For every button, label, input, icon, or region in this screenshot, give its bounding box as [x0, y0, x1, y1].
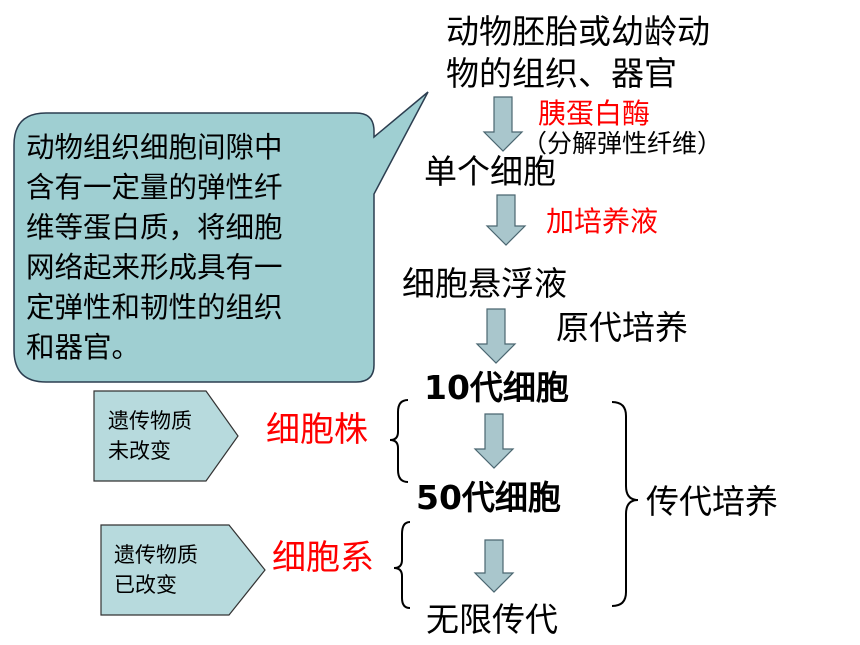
brace-cell-line: [393, 521, 411, 609]
step2-agent-label: 加培养液: [546, 205, 659, 238]
source-node-line2: 物的组织、器官: [446, 54, 677, 93]
flow-arrow-4: [473, 413, 515, 469]
callout-line: 动物组织细胞间隙中: [26, 131, 283, 164]
suspension-node: 细胞悬浮液: [402, 264, 567, 303]
tag-cell-line-line2: 已改变: [114, 573, 177, 597]
callout-line: 和器官。: [26, 331, 141, 364]
brace-passage: [611, 401, 639, 607]
callout-line: 维等蛋白质，将细胞: [26, 211, 283, 244]
cell-strain-label: 细胞株: [266, 410, 368, 450]
cell-line-label: 细胞系: [272, 538, 374, 578]
tag-cell-strain-text: 遗传物质 未改变: [108, 406, 192, 466]
gen10-node: 10代细胞: [424, 368, 569, 407]
step1-note: （分解弹性纤维）: [522, 129, 723, 158]
callout-text: 动物组织细胞间隙中 含有一定量的弹性纤 维等蛋白质，将细胞 网络起来形成具有一 …: [26, 128, 356, 368]
brace-cell-strain: [389, 399, 409, 483]
callout-line: 网络起来形成具有一: [26, 251, 283, 284]
single-cell-node: 单个细胞: [424, 152, 556, 191]
flow-arrow-1: [482, 96, 524, 152]
callout-line: 含有一定量的弹性纤: [26, 171, 283, 204]
callout-line: 定弹性和韧性的组织: [26, 291, 283, 324]
callout-bubble: [13, 91, 429, 383]
passage-label: 传代培养: [646, 482, 778, 521]
step3-label: 原代培养: [556, 308, 688, 347]
tag-cell-line-shape: [100, 524, 266, 616]
tag-cell-strain-shape: [93, 390, 239, 482]
step1-agent-label: 胰蛋白酶: [538, 97, 651, 130]
gen50-node: 50代细胞: [416, 478, 561, 517]
tag-cell-strain-line1: 遗传物质: [108, 409, 192, 433]
tag-cell-line-text: 遗传物质 已改变: [114, 540, 198, 600]
tag-cell-strain-line2: 未改变: [108, 439, 171, 463]
source-node-line1: 动物胚胎或幼龄动: [446, 12, 710, 51]
infinite-node: 无限传代: [426, 600, 558, 639]
flow-arrow-3: [475, 308, 517, 364]
tag-cell-line-line1: 遗传物质: [114, 543, 198, 567]
flow-arrow-2: [485, 194, 527, 246]
flow-arrow-5: [473, 539, 515, 593]
